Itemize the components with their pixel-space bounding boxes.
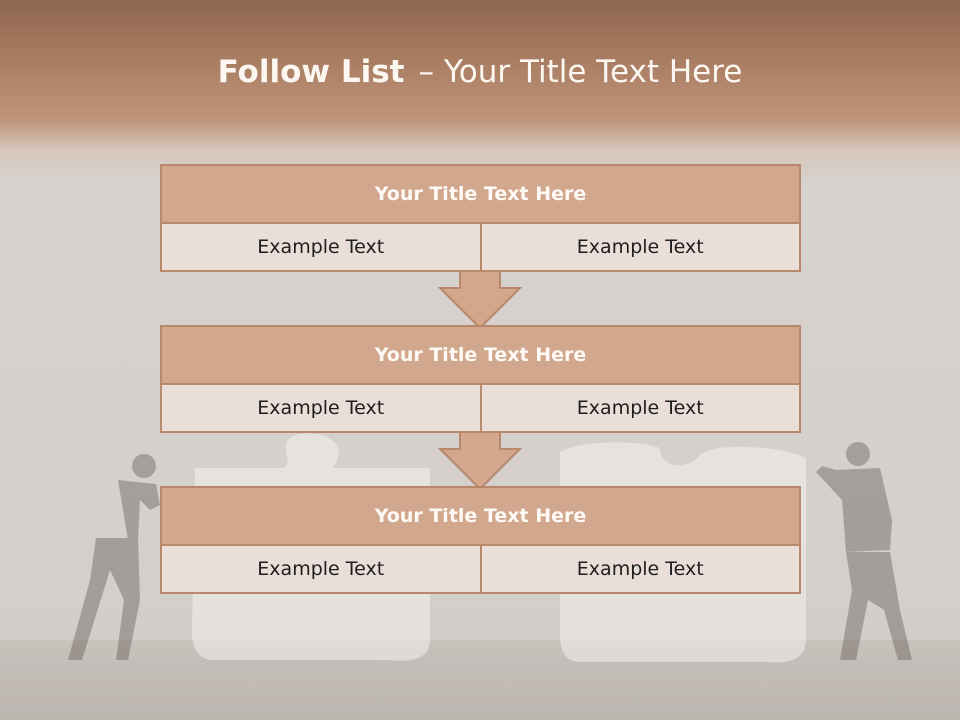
man-left-icon: [68, 454, 160, 660]
panel-cell-right: Example Text: [479, 385, 800, 431]
panel-title: Your Title Text Here: [162, 327, 799, 385]
slide-title-dash: –: [418, 54, 434, 90]
down-arrow-icon: [438, 270, 522, 330]
slide-title-main: Follow List: [217, 54, 405, 90]
panel-row: Example Text Example Text: [162, 546, 799, 592]
panel-cell-left: Example Text: [257, 397, 385, 419]
man-right-icon: [816, 442, 912, 660]
panel-cell-left: Example Text: [257, 558, 385, 580]
list-panel-1: Your Title Text Here Example Text Exampl…: [160, 164, 801, 272]
list-panel-3: Your Title Text Here Example Text Exampl…: [160, 486, 801, 594]
slide-title: Follow List–Your Title Text Here: [0, 54, 960, 98]
panel-row: Example Text Example Text: [162, 224, 799, 270]
panel-title: Your Title Text Here: [162, 488, 799, 546]
panel-cell-right: Example Text: [479, 546, 800, 592]
panel-cell-right: Example Text: [479, 224, 800, 270]
panel-cell-left: Example Text: [257, 236, 385, 258]
panel-row: Example Text Example Text: [162, 385, 799, 431]
down-arrow-icon: [438, 431, 522, 491]
slide-title-sub: Your Title Text Here: [443, 54, 743, 90]
list-panel-2: Your Title Text Here Example Text Exampl…: [160, 325, 801, 433]
panel-title: Your Title Text Here: [162, 166, 799, 224]
